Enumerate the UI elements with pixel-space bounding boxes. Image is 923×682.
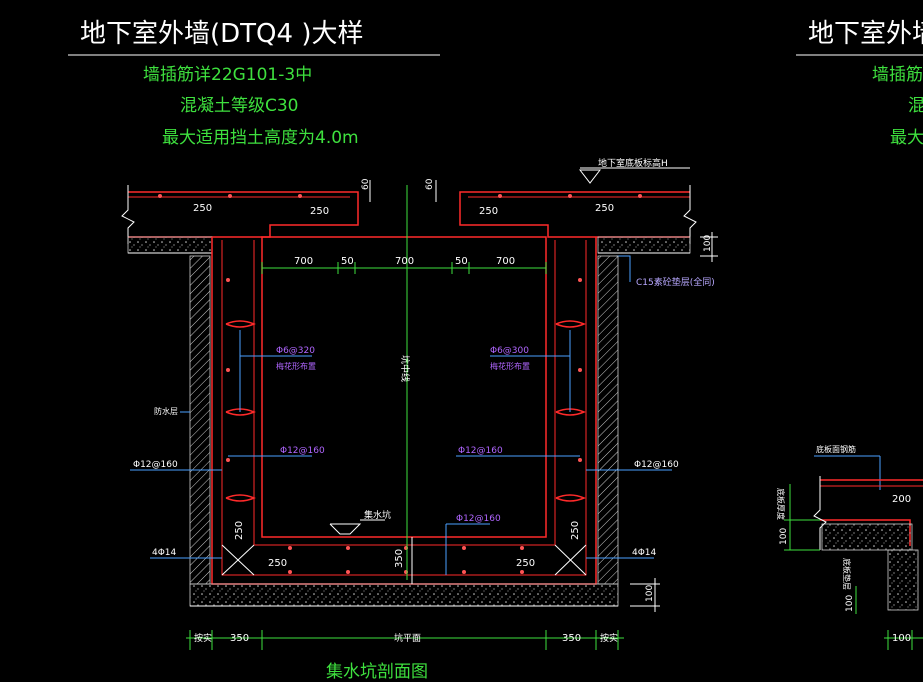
dim-bottom-5: 按实 bbox=[600, 632, 618, 644]
dim-bottom-1: 按实 bbox=[194, 632, 212, 644]
rebar-label-right-mid: Φ12@160 bbox=[458, 446, 503, 456]
right-label-v2: 底板垫层 bbox=[842, 558, 852, 590]
rebar-label-right-top: Φ6@300 bbox=[490, 346, 529, 356]
dim-bottom-2: 350 bbox=[230, 633, 249, 644]
rebar-dots bbox=[158, 194, 642, 574]
dim-corner-h-left: 250 bbox=[268, 558, 287, 569]
dim-corner-v-right: 250 bbox=[570, 521, 581, 540]
sump-label: 集水坑 bbox=[364, 509, 391, 521]
rebar-label-left-top-sub: 梅花形布置 bbox=[276, 361, 316, 371]
right-dim-200: 200 bbox=[892, 494, 911, 505]
rebar-label-right-top-sub: 梅花形布置 bbox=[490, 361, 530, 371]
rebar-label-left-mid: Φ12@160 bbox=[280, 446, 325, 456]
dim-100-right: 100 bbox=[703, 235, 713, 252]
right-drawing-title: 地下室外墙( bbox=[808, 19, 923, 49]
right-label-v1: 底板厚度 bbox=[776, 488, 786, 520]
dim-slab-right-a: 250 bbox=[479, 206, 498, 217]
left-wall-label: 防水层 bbox=[154, 406, 178, 416]
right-gravel bbox=[821, 523, 913, 551]
dim-100-bottom: 100 bbox=[645, 585, 655, 602]
dim-top-2: 50 bbox=[341, 256, 354, 267]
right-gravel-2 bbox=[887, 549, 919, 611]
rebar-label-outer-right: Φ12@160 bbox=[634, 460, 679, 470]
elevation-mark bbox=[578, 169, 602, 184]
right-slab bbox=[459, 191, 690, 238]
dim-350-center: 350 bbox=[394, 549, 405, 568]
center-vertical-label: 坑中线 bbox=[399, 355, 411, 382]
dim-small-left: 60 bbox=[361, 178, 371, 190]
cushion-right bbox=[597, 236, 691, 254]
pit-concrete bbox=[211, 236, 597, 585]
dim-slab-right-b: 250 bbox=[595, 203, 614, 214]
hatch-wall-left bbox=[189, 255, 211, 585]
dim-top-4: 50 bbox=[455, 256, 468, 267]
top-callout: 地下室底板标高H bbox=[598, 157, 668, 169]
note-line-1: 墙插筋详22G101-3中 bbox=[143, 65, 312, 85]
dim-corner-h-right: 250 bbox=[516, 558, 535, 569]
bottom-cushion bbox=[189, 583, 619, 607]
cushion-note: C15素砼垫层(全同) bbox=[636, 276, 715, 288]
dim-bottom-3: 坑平面 bbox=[394, 632, 421, 644]
break-line-right bbox=[683, 185, 697, 244]
break-line-left bbox=[121, 185, 135, 244]
right-note-3: 最大适 bbox=[890, 128, 923, 148]
left-slab bbox=[128, 191, 359, 238]
dim-bottom-4: 350 bbox=[562, 633, 581, 644]
rebar-label-outer-left: Φ12@160 bbox=[133, 460, 178, 470]
corner-bars bbox=[221, 544, 587, 576]
rebar-label-left-top: Φ6@320 bbox=[276, 346, 315, 356]
cushion-left bbox=[127, 236, 213, 254]
right-label-top: 底板面钢筋 bbox=[816, 444, 856, 454]
corner-label-right: 4Φ14 bbox=[632, 548, 657, 558]
right-dim-100-c: 100 bbox=[892, 633, 911, 644]
drawing-caption: 集水坑剖面图 bbox=[326, 662, 428, 682]
rebar-hooks bbox=[225, 320, 586, 502]
right-dim-100-a: 100 bbox=[779, 528, 789, 545]
dim-slab-left-a: 250 bbox=[193, 203, 212, 214]
note-line-3: 最大适用挡土高度为4.0m bbox=[162, 128, 359, 148]
note-line-2: 混凝土等级C30 bbox=[180, 96, 299, 116]
dim-small-right: 60 bbox=[425, 178, 435, 190]
hatch-wall-right bbox=[597, 255, 619, 585]
dim-slab-left-b: 250 bbox=[310, 206, 329, 217]
right-note-2: 混 bbox=[908, 96, 923, 116]
right-note-1: 墙插筋详2 bbox=[872, 65, 923, 85]
right-dim-100-b: 100 bbox=[845, 595, 855, 612]
rebar-label-bottom: Φ12@160 bbox=[456, 514, 501, 524]
dim-top-1: 700 bbox=[294, 256, 313, 267]
drawing-title: 地下室外墙(DTQ4 )大样 bbox=[80, 19, 363, 49]
dim-top-5: 700 bbox=[496, 256, 515, 267]
dim-top-3: 700 bbox=[395, 256, 414, 267]
corner-label-left: 4Φ14 bbox=[152, 548, 177, 558]
dim-corner-v-left: 250 bbox=[234, 521, 245, 540]
